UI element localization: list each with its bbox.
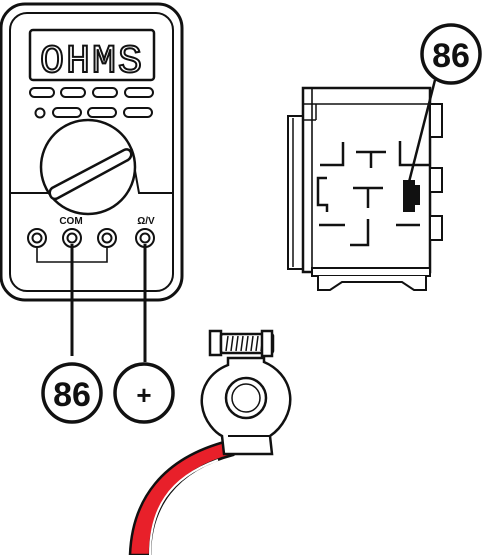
meter-button-3[interactable] [92,87,118,98]
meter-button-4[interactable] [124,87,154,98]
battery-terminal-label: + [136,380,151,410]
relay-socket [287,86,443,291]
ohm-volt-jack-label: Ω/V [137,216,155,227]
selector-dial-pointer [48,148,133,201]
lead-pin-label: 86 [53,376,91,414]
selector-dial[interactable] [39,118,137,216]
multimeter: OHMS COM Ω/V [0,2,184,302]
jack-1[interactable] [27,228,47,248]
clamp-bolt-head [208,329,223,357]
lcd-display [28,28,156,82]
jack-3[interactable] [97,228,117,248]
battery-terminal-callout: + [113,362,175,424]
lcd-readout: OHMS [40,40,144,85]
ohm-volt-jack[interactable] [135,228,155,248]
battery-clamp [200,329,292,456]
relay-pin-leader [407,79,437,183]
relay-pin-label: 86 [432,37,470,75]
com-jack-label: COM [59,216,82,227]
com-jack[interactable] [62,228,82,248]
relay-pin-callout: 86 [420,23,482,85]
meter-button-7[interactable] [123,107,153,118]
meter-button-6[interactable] [87,107,117,118]
meter-button-5[interactable] [52,107,82,118]
relay-terminal-slots [316,141,430,247]
battery-cable [128,439,235,555]
lead-pin-callout: 86 [41,362,103,424]
meter-button-1[interactable] [29,87,55,98]
meter-button-2[interactable] [60,87,86,98]
meter-indicator-dot [34,107,46,119]
